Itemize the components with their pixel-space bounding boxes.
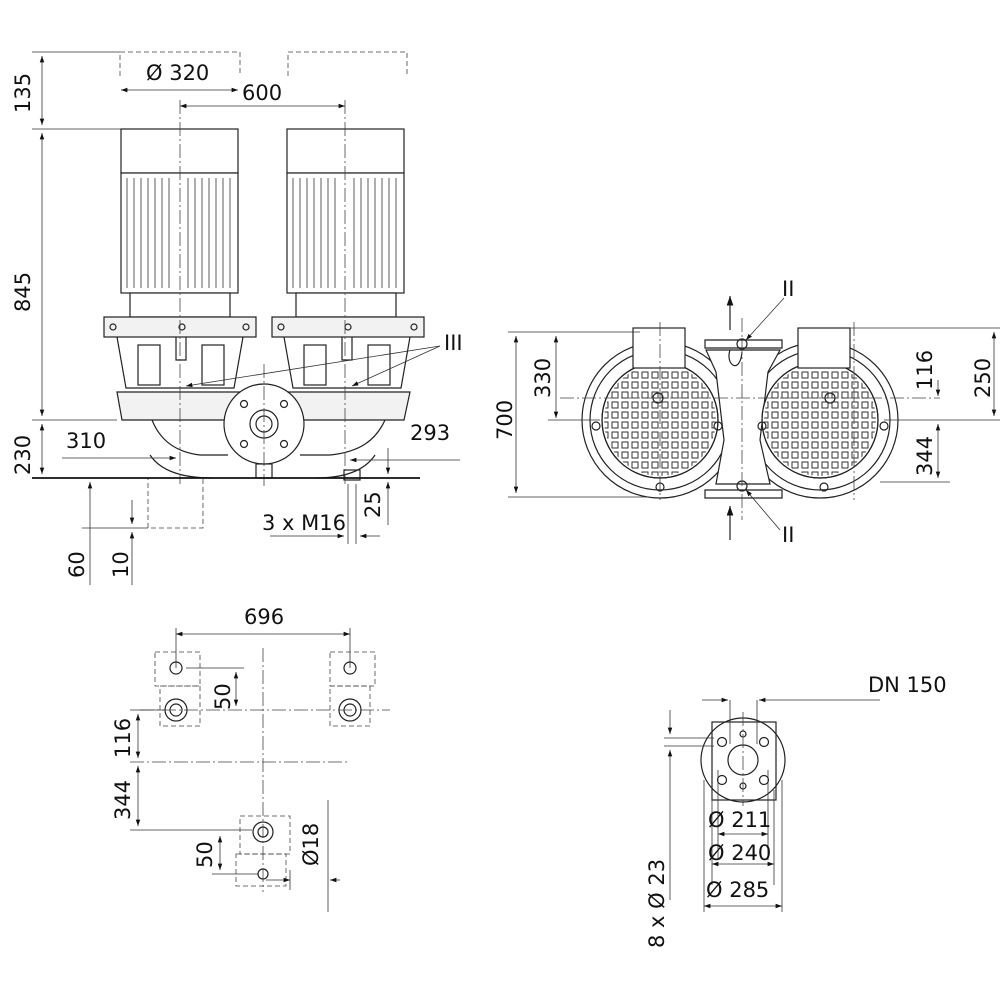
- foundation-plan: 696 50 116 344 50: [111, 605, 390, 912]
- dim-135: 135: [11, 73, 35, 113]
- dim-230: 230: [11, 435, 35, 475]
- flange-d211: Ø 211: [708, 808, 771, 832]
- dim-25: 25: [361, 491, 385, 518]
- flange-detail: DN 150 Ø 211 Ø 240 Ø 285 8 x Ø 23: [645, 673, 947, 948]
- dim-50-bottom: 50: [193, 841, 217, 868]
- right-motor: [271, 128, 425, 389]
- dim-330: 330: [531, 358, 555, 398]
- pump-housing: [116, 383, 411, 529]
- dim-700: 700: [493, 400, 517, 440]
- label-II-bottom: II: [782, 523, 794, 547]
- dim-hole-diameter: Ø18: [299, 823, 323, 866]
- dim-250: 250: [971, 358, 995, 398]
- dim-motor-diameter: Ø 320: [146, 61, 209, 85]
- flange-dn: DN 150: [868, 673, 947, 697]
- flange-holes: 8 x Ø 23: [645, 859, 669, 948]
- dim-10: 10: [109, 551, 133, 578]
- dim-60: 60: [65, 551, 89, 578]
- dim-845: 845: [11, 272, 35, 312]
- dim-344-plan: 344: [111, 780, 135, 820]
- label-III: III: [444, 331, 463, 355]
- dim-344: 344: [913, 436, 937, 476]
- top-view: II II 700 330 250 116 344: [493, 277, 1000, 547]
- dim-293: 293: [410, 421, 450, 445]
- dim-50-top: 50: [211, 683, 235, 710]
- dim-310: 310: [66, 429, 106, 453]
- flange-d240: Ø 240: [708, 841, 771, 865]
- label-II-top: II: [782, 277, 794, 301]
- left-motor: [103, 128, 257, 389]
- dim-116: 116: [913, 350, 937, 390]
- side-view: 135 845 230 Ø 320 600 310 293 60 10 25 3…: [11, 51, 463, 585]
- flange-d285: Ø 285: [706, 878, 769, 902]
- bolt-spec: 3 x M16: [262, 511, 346, 535]
- dim-600: 600: [242, 81, 282, 105]
- dim-116-plan: 116: [111, 718, 135, 758]
- dim-696: 696: [244, 605, 284, 629]
